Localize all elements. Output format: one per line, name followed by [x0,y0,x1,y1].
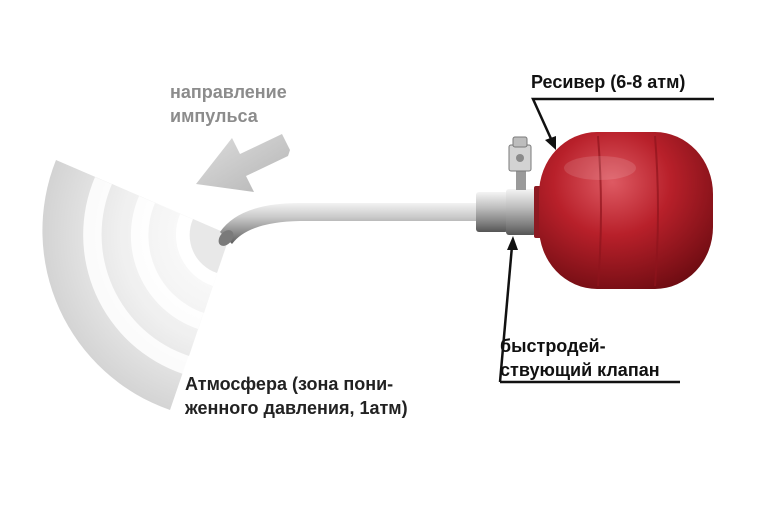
valve-icon [476,136,542,238]
atmosphere-label-line2: женного давления, 1атм) [185,398,408,418]
pipe [218,203,478,246]
leader-lines [498,97,714,384]
pressure-waves [42,160,231,410]
receiver-label: Ресивер (6-8 атм) [531,72,686,92]
receiver-tank [539,132,713,289]
impulse-direction-arrow [196,134,290,192]
atmosphere-label: Атмосфера (зона пони- женного давления, … [185,372,408,420]
valve-label-line1: быстродей- [500,336,606,356]
valve-label-line2: ствующий клапан [500,360,660,380]
impulse-label-line1: направление [170,82,287,102]
valve-label: быстродей- ствующий клапан [500,334,660,382]
atmosphere-label-line1: Атмосфера (зона пони- [185,374,394,394]
impulse-label-line2: импульса [170,106,258,126]
impulse-direction-label: направление импульса [170,80,287,128]
